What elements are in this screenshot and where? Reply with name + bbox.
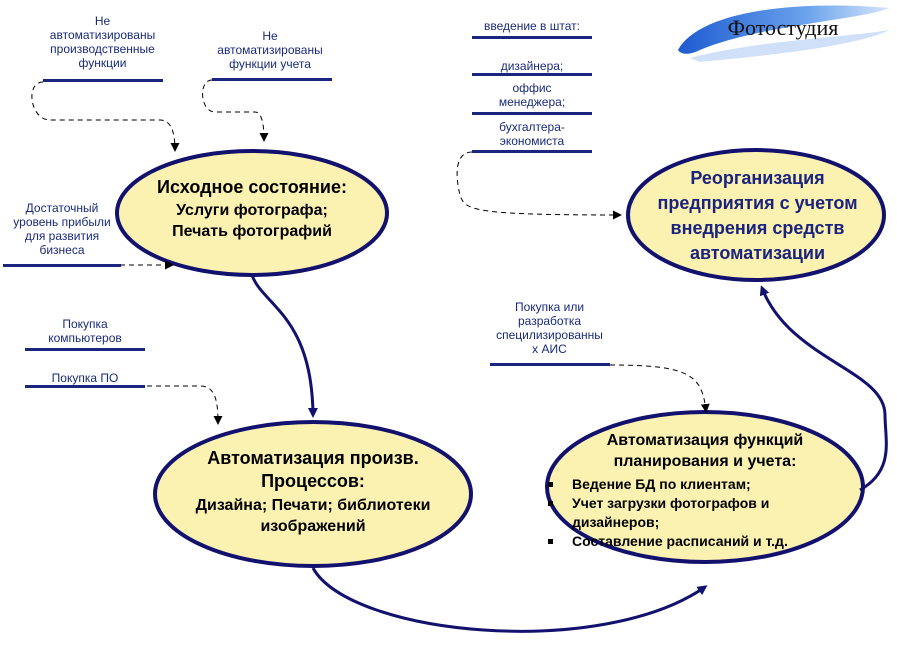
list-item: Составление расписаний и т.д. (548, 532, 838, 551)
node-reorganization-title: Реорганизация предприятия с учетом внедр… (657, 168, 858, 263)
label-not-automated-production: Не автоматизированы производственные фун… (49, 14, 156, 70)
bar-staff-designers (472, 73, 592, 76)
bar-staff-accountant (472, 150, 592, 153)
logo-text: Фотостудия (727, 15, 839, 40)
list-item: Учет загрузки фотографов и дизайнеров; (548, 494, 838, 532)
bar-not-automated-production (43, 79, 163, 82)
label-staff-office: оффис менеджера; (498, 81, 566, 109)
node-reorganization-shape (626, 148, 886, 282)
flow-arrow-initial-to-production (250, 274, 318, 418)
label-buy-ais: Покупка или разработка специлизированны … (496, 300, 603, 356)
node-automation-production-shape (153, 420, 473, 568)
bar-staff-office (472, 112, 592, 115)
bar-not-automated-accounting (212, 78, 332, 81)
dash-arrow-software (147, 385, 223, 425)
label-sufficient-profit: Достаточный уровень прибыли для развития… (13, 201, 111, 257)
dash-arrow-production-functions (31, 81, 180, 152)
logo-swoosh-icon (678, 5, 890, 62)
dash-arrow-ais (609, 364, 710, 413)
label-buy-computers: Покупка компьютеров (48, 317, 122, 345)
node-automation-production-title: Автоматизация произв. Процессов: (207, 448, 419, 491)
node-initial-body: Услуги фотографа; Печать фотографий (172, 202, 332, 240)
dash-arrow-accounting-functions (202, 79, 269, 142)
node-automation-production-body: Дизайна; Печати; библиотеки изображений (195, 497, 431, 535)
dash-arrow-staff (456, 151, 622, 220)
label-staff-accountant: бухгалтера- экономиста (499, 120, 565, 148)
label-staff-intro: введение в штат: (484, 19, 580, 33)
node-automation-planning-list: Ведение БД по клиентам; Учет загрузки фо… (548, 475, 838, 551)
node-initial-title: Исходное состояние: (157, 177, 347, 197)
label-staff-designers: дизайнера; (500, 59, 564, 73)
label-not-automated-accounting: Не автоматизированы функции учета (217, 29, 323, 71)
flow-arrow-production-to-planning (311, 567, 708, 633)
label-buy-software: Покупка ПО (51, 371, 119, 385)
bar-buy-ais (490, 363, 610, 366)
bar-sufficient-profit (3, 264, 121, 267)
bar-staff-intro (472, 36, 592, 39)
list-item: Ведение БД по клиентам; (548, 475, 838, 494)
bar-buy-software (25, 385, 145, 388)
bar-buy-computers (25, 348, 145, 351)
node-automation-planning-title: Автоматизация функций планирования и уче… (606, 432, 804, 470)
flow-arrow-planning-to-reorganization (759, 285, 888, 492)
